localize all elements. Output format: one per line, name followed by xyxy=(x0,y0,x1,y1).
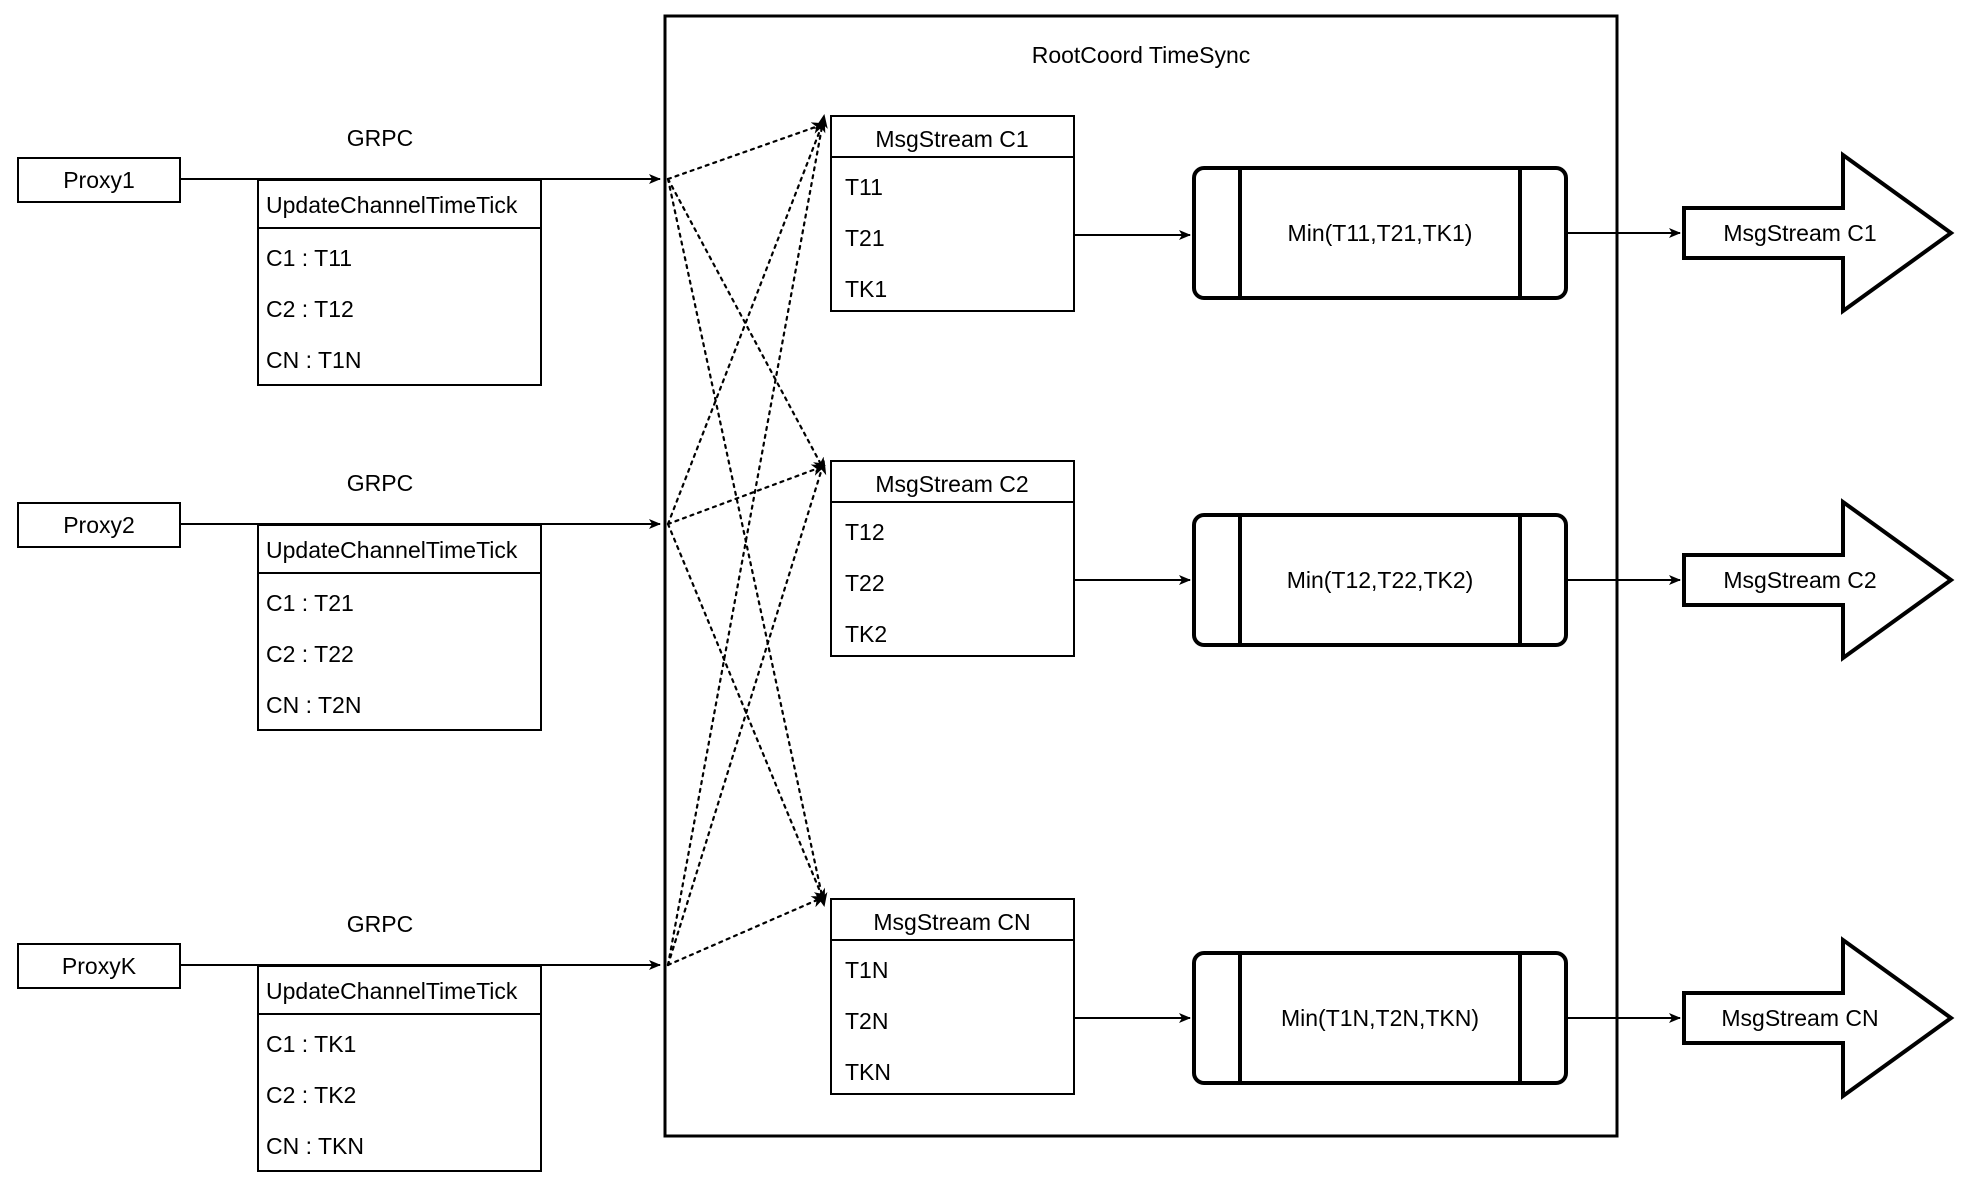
proxy-label: ProxyK xyxy=(62,953,137,979)
output-msgstream-arrow-1: MsgStream C1 xyxy=(1682,151,1955,315)
dispatch-link-p1-c1 xyxy=(666,122,826,181)
min-process-box-2: Min(T12,T22,TK2) xyxy=(1192,513,1568,647)
output-msgstream-arrow-2: MsgStream C2 xyxy=(1682,498,1955,662)
dispatch-link-pk-c2 xyxy=(666,460,827,967)
request-entry-3-2: CN : TKN xyxy=(266,1133,364,1159)
dispatch-link-p2-c2 xyxy=(666,464,826,526)
update-channel-timetick-card-1: UpdateChannelTimeTick C1 : T11 C2 : T12 … xyxy=(257,179,542,386)
request-header-1: UpdateChannelTimeTick xyxy=(266,192,518,218)
request-entry-1-2: CN : T1N xyxy=(266,347,361,373)
dispatch-link-pk-c1 xyxy=(666,114,828,967)
grpc-link-label-2: GRPC xyxy=(347,470,413,496)
proxy-box-3[interactable]: ProxyK xyxy=(17,943,181,989)
request-entry-3-0: C1 : TK1 xyxy=(266,1031,356,1057)
msgstream-entry-3-0: T1N xyxy=(845,957,888,983)
request-header-2: UpdateChannelTimeTick xyxy=(266,537,518,563)
request-entry-2-0: C1 : T21 xyxy=(266,590,354,616)
update-channel-timetick-card-2: UpdateChannelTimeTick C1 : T21 C2 : T22 … xyxy=(257,524,542,731)
msgstream-header-3: MsgStream CN xyxy=(873,909,1030,935)
min-process-label-1: Min(T11,T21,TK1) xyxy=(1288,220,1473,246)
msgstream-card-1: MsgStream C1 T11 T21 TK1 xyxy=(830,115,1075,312)
msgstream-entry-1-1: T21 xyxy=(845,225,885,251)
proxy-box-2[interactable]: Proxy2 xyxy=(17,502,181,548)
container-title: RootCoord TimeSync xyxy=(1032,42,1251,68)
msgstream-entry-1-2: TK1 xyxy=(845,276,887,302)
row-proxy1: Proxy1 GRPC UpdateChannelTimeTick C1 : T… xyxy=(17,115,1955,386)
msgstream-entry-1-0: T11 xyxy=(845,174,883,200)
dispatch-link-pk-cn xyxy=(666,895,826,967)
update-channel-timetick-card-3: UpdateChannelTimeTick C1 : TK1 C2 : TK2 … xyxy=(257,965,542,1172)
msgstream-header-1: MsgStream C1 xyxy=(875,126,1028,152)
output-msgstream-label-1: MsgStream C1 xyxy=(1723,220,1876,246)
request-header-3: UpdateChannelTimeTick xyxy=(266,978,518,1004)
output-msgstream-label-3: MsgStream CN xyxy=(1721,1005,1878,1031)
min-process-label-2: Min(T12,T22,TK2) xyxy=(1287,567,1474,593)
msgstream-entry-3-1: T2N xyxy=(845,1008,888,1034)
request-entry-1-0: C1 : T11 xyxy=(266,245,352,271)
request-entry-3-1: C2 : TK2 xyxy=(266,1082,356,1108)
msgstream-card-3: MsgStream CN T1N T2N TKN xyxy=(830,898,1075,1095)
request-entry-1-1: C2 : T12 xyxy=(266,296,354,322)
proxy-box-1[interactable]: Proxy1 xyxy=(17,157,181,203)
dispatch-link-p2-c1 xyxy=(666,118,826,526)
grpc-link-label-1: GRPC xyxy=(347,125,413,151)
min-process-box-1: Min(T11,T21,TK1) xyxy=(1192,166,1568,300)
output-msgstream-arrow-3: MsgStream CN xyxy=(1682,936,1955,1100)
rootcoord-timesync-container: RootCoord TimeSync xyxy=(663,14,1619,1138)
row-proxyk: ProxyK GRPC UpdateChannelTimeTick C1 : T… xyxy=(17,898,1955,1172)
dispatch-link-p1-cn xyxy=(666,177,828,907)
grpc-link-label-3: GRPC xyxy=(347,911,413,937)
msgstream-entry-2-0: T12 xyxy=(845,519,885,545)
timetick-dispatch-links xyxy=(666,114,828,967)
msgstream-card-2: MsgStream C2 T12 T22 TK2 xyxy=(830,460,1075,657)
output-msgstream-label-2: MsgStream C2 xyxy=(1723,567,1876,593)
msgstream-entry-2-1: T22 xyxy=(845,570,885,596)
min-process-label-3: Min(T1N,T2N,TKN) xyxy=(1281,1005,1479,1031)
proxy-label: Proxy1 xyxy=(63,167,135,193)
msgstream-entry-2-2: TK2 xyxy=(845,621,887,647)
proxy-label: Proxy2 xyxy=(63,512,135,538)
msgstream-entry-3-2: TKN xyxy=(845,1059,891,1085)
row-proxy2: Proxy2 GRPC UpdateChannelTimeTick C1 : T… xyxy=(17,460,1955,731)
request-entry-2-1: C2 : T22 xyxy=(266,641,354,667)
min-process-box-3: Min(T1N,T2N,TKN) xyxy=(1192,951,1568,1085)
dispatch-link-p1-c2 xyxy=(666,177,826,472)
msgstream-header-2: MsgStream C2 xyxy=(875,471,1028,497)
request-entry-2-2: CN : T2N xyxy=(266,692,361,718)
